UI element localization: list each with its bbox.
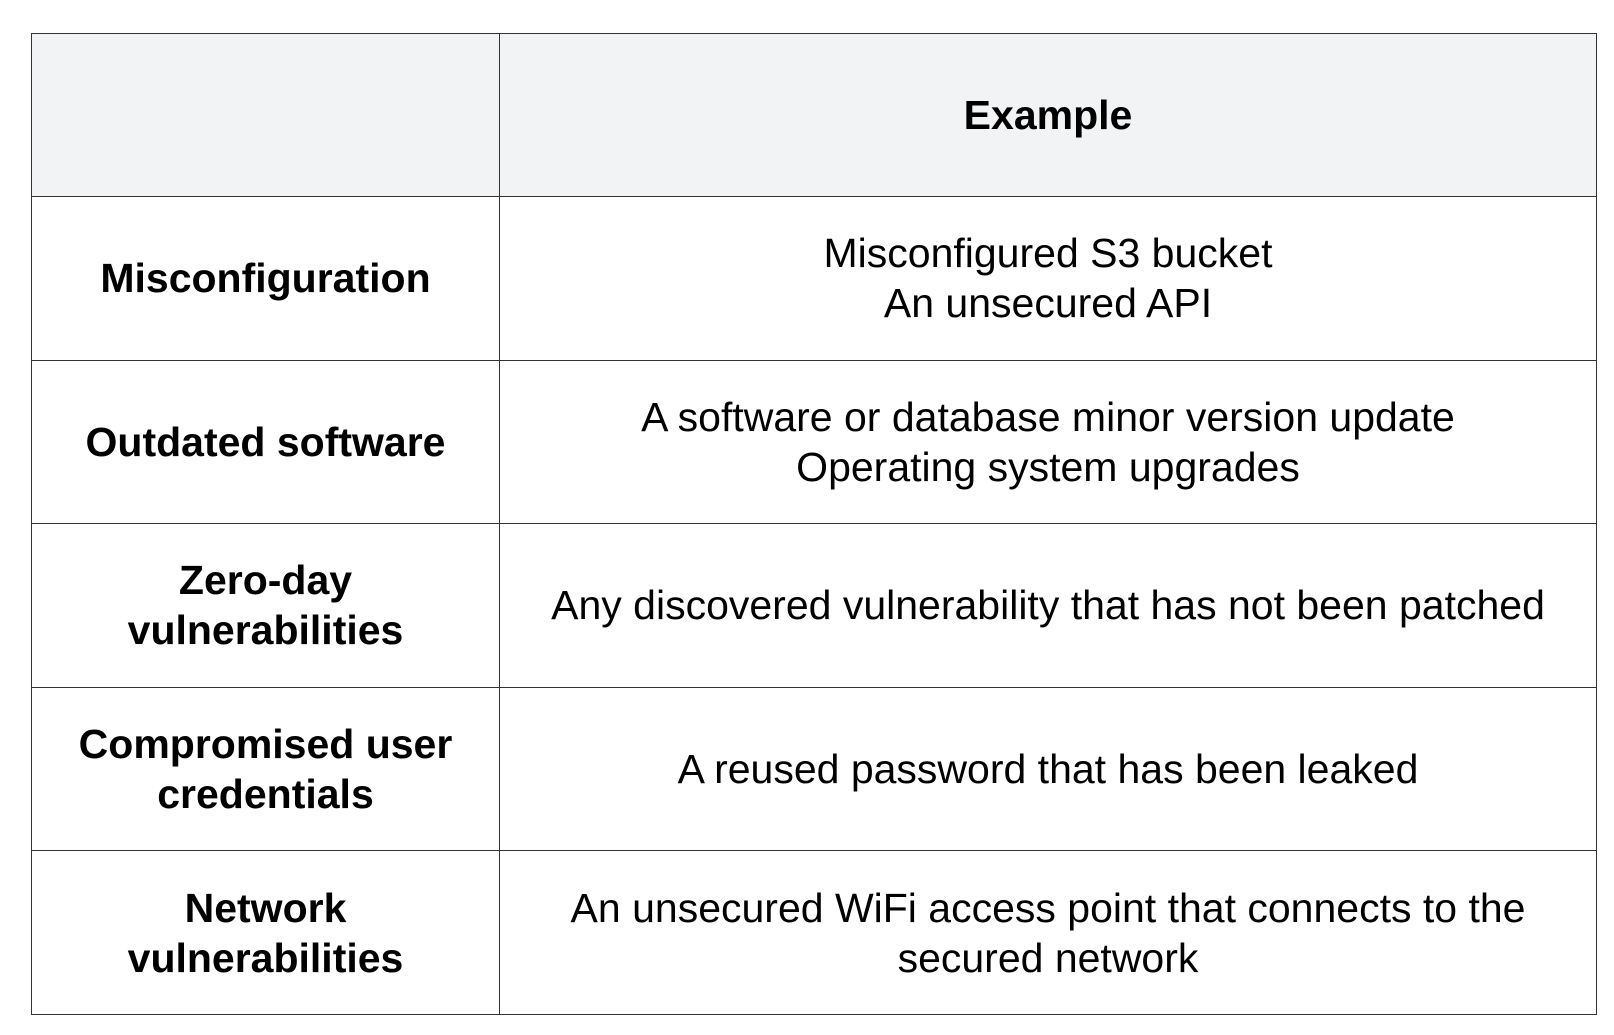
row-example-cell: A software or database minor version upd… (499, 359, 1597, 525)
header-cell-example: Example (499, 33, 1597, 197)
row-type-cell: Misconfiguration (31, 196, 500, 361)
vulnerability-table-container: Example Misconfiguration Misconfigured S… (31, 33, 1597, 1015)
row-type-cell: Zero-day vulnerabilities (31, 523, 500, 688)
example-line: Misconfigured S3 bucket (823, 230, 1273, 277)
table-row: Misconfiguration Misconfigured S3 bucket… (31, 196, 1597, 361)
example-line: Any discovered vulnerability that has no… (551, 582, 1545, 629)
example-line: An unsecured API (883, 280, 1213, 327)
example-line: A reused password that has been leaked (677, 746, 1419, 793)
row-example-cell: Any discovered vulnerability that has no… (499, 523, 1597, 688)
example-line: An unsecured WiFi access point that conn… (570, 884, 1526, 981)
row-type-cell: Compromised user credentials (31, 686, 500, 852)
table-header-row: Example (31, 33, 1597, 197)
table-row: Network vulnerabilities An unsecured WiF… (31, 850, 1597, 1015)
vulnerability-table: Example Misconfiguration Misconfigured S… (31, 33, 1597, 1015)
row-example-cell: A reused password that has been leaked (499, 686, 1597, 852)
table-row: Outdated software A software or database… (31, 359, 1597, 525)
row-example-cell: An unsecured WiFi access point that conn… (499, 850, 1597, 1015)
row-example-cell: Misconfigured S3 bucket An unsecured API (499, 196, 1597, 361)
row-type-cell: Outdated software (31, 359, 500, 525)
table-row: Compromised user credentials A reused pa… (31, 686, 1597, 852)
table-row: Zero-day vulnerabilities Any discovered … (31, 523, 1597, 688)
example-line: A software or database minor version upd… (641, 393, 1455, 440)
row-type-cell: Network vulnerabilities (31, 850, 500, 1015)
header-cell-type (31, 33, 500, 197)
example-line: Operating system upgrades (796, 443, 1300, 490)
